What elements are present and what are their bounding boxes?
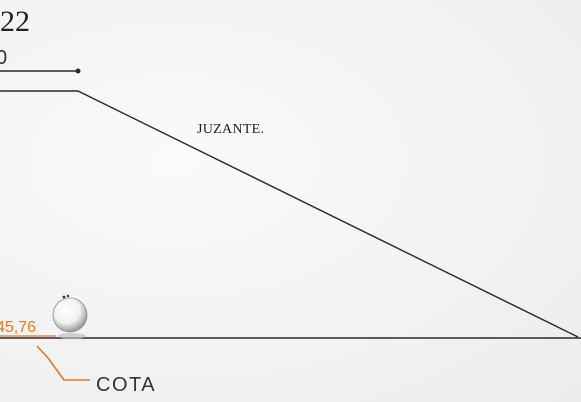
cota-leader: [36, 345, 90, 381]
elevation-value: 45,76: [0, 319, 36, 336]
ball-marker-icon: [52, 294, 88, 339]
dimension-tick-icon: [75, 68, 81, 74]
downstream-label: JUZANTE.: [197, 122, 264, 137]
dam-profile-line: [0, 90, 579, 338]
elevation-label: COTA: [96, 374, 156, 396]
dimension-label: 0: [0, 47, 7, 69]
title-fragment: 22: [0, 5, 30, 38]
